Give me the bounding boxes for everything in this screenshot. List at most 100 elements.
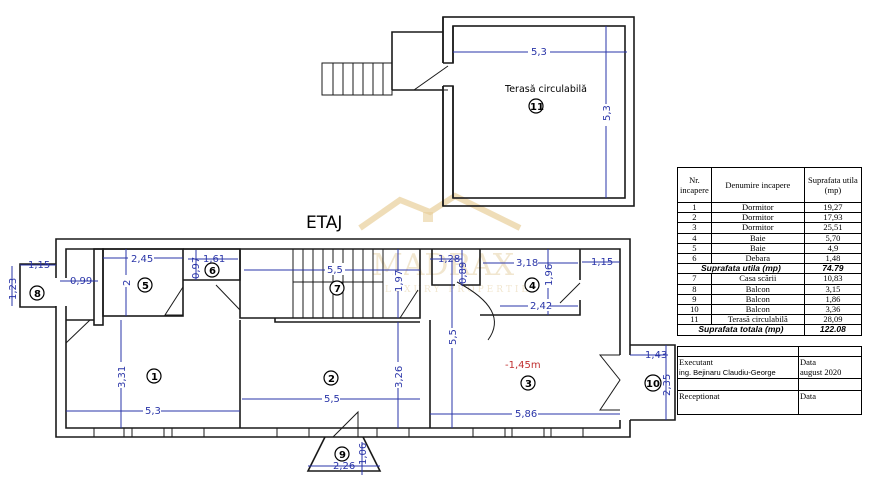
cell-area: 1,86 bbox=[803, 293, 863, 306]
dim-128: 1,28 bbox=[438, 254, 460, 265]
cell-area: 28,09 bbox=[803, 314, 863, 326]
dim-room4-height: 1,96 bbox=[544, 264, 555, 286]
cell-area: 5,70 bbox=[803, 232, 863, 244]
main-floor-walls bbox=[19, 238, 676, 472]
dim-089: 0,89 bbox=[458, 262, 469, 284]
dim-099: 0,99 bbox=[70, 276, 92, 287]
cell-area: 25,51 bbox=[803, 222, 863, 234]
dim-115b: 1,15 bbox=[591, 257, 613, 268]
header-nr: Nr. incapere bbox=[677, 167, 712, 203]
dim-room4-lower: 2,42 bbox=[530, 301, 552, 312]
cell-nr: 3 bbox=[677, 222, 712, 234]
date-label-2: Data bbox=[798, 390, 862, 415]
cell-nr: 5 bbox=[677, 242, 712, 255]
cell-name: Casa scării bbox=[710, 273, 805, 285]
cell-name: Balcon bbox=[710, 283, 805, 295]
dim-balcony10-width: 1,43 bbox=[645, 350, 667, 361]
cell-area: 19,27 bbox=[803, 201, 863, 214]
dim-balcony8-height: 1,23 bbox=[8, 278, 19, 300]
room-number-3: 3 bbox=[525, 379, 532, 390]
room-number-1: 1 bbox=[151, 372, 158, 383]
dimensions: 1,15 1,23 0,99 2,45 2 1,61 0,97 5,5 1,97… bbox=[8, 249, 673, 475]
terrace-block: 5,3 5,3 Terasă circulabilă 11 bbox=[321, 16, 635, 207]
cell-nr: 11 bbox=[677, 314, 712, 326]
room-number-10: 10 bbox=[646, 379, 660, 390]
dim-room6-width: 1,61 bbox=[203, 254, 225, 265]
dim-room4-width: 3,18 bbox=[516, 258, 538, 269]
header-name: Denumire incapere bbox=[710, 167, 805, 203]
terrace-height-dim: 5,3 bbox=[602, 105, 613, 121]
cell-name: Baie bbox=[710, 232, 805, 244]
dim-room3-height: 5,5 bbox=[448, 329, 459, 345]
dim-balcony8-width: 1,15 bbox=[28, 260, 50, 271]
cell-area: 10,83 bbox=[803, 273, 863, 285]
dim-balcony9-width: 2,26 bbox=[333, 461, 355, 472]
cell-name: Dormitor bbox=[710, 201, 805, 214]
floor-title: ETAJ bbox=[306, 213, 342, 233]
date-value: august 2020 bbox=[800, 367, 842, 377]
room-number-7: 7 bbox=[334, 284, 341, 295]
cell-area: 4,9 bbox=[803, 242, 863, 255]
cell-nr: 10 bbox=[677, 304, 712, 316]
cell-name: Balcon bbox=[710, 293, 805, 306]
blank-row bbox=[677, 346, 862, 357]
cell-nr: 6 bbox=[677, 253, 712, 265]
watermark: MADRAX LUXURY PROPERTIES bbox=[358, 192, 540, 295]
area-legend-table: Nr. incapere Denumire incapere Suprafata… bbox=[677, 167, 863, 336]
executant-label: Executant bbox=[679, 357, 713, 367]
room-number-11: 11 bbox=[530, 102, 544, 113]
cell-name: Debara bbox=[710, 253, 805, 265]
terrace-label: Terasă circulabilă bbox=[504, 84, 587, 95]
watermark-tagline: LUXURY PROPERTIES bbox=[385, 285, 540, 295]
receptionat-row: Receptionat Data bbox=[677, 390, 862, 415]
cell-nr: 1 bbox=[677, 201, 712, 214]
level-mark: -1,45m bbox=[505, 360, 541, 371]
cell-name: Baie bbox=[710, 242, 805, 255]
cell-name: Balcon bbox=[710, 304, 805, 316]
receptionat-label: Receptionat bbox=[677, 390, 799, 415]
dim-room2-height: 3,26 bbox=[394, 366, 405, 388]
total-row: Suprafata totala (mp)122.08 bbox=[677, 324, 863, 336]
cell-area: 17,93 bbox=[803, 212, 863, 224]
cell-name: Dormitor bbox=[710, 222, 805, 234]
dim-room2-width: 5,5 bbox=[324, 394, 340, 405]
dim-room3-width: 5,86 bbox=[515, 409, 537, 420]
dim-room1-height: 3,31 bbox=[117, 366, 128, 388]
terrace-width-dim: 5,3 bbox=[531, 47, 547, 58]
dim-room1-width: 5,3 bbox=[145, 406, 161, 417]
cell-nr: 9 bbox=[677, 293, 712, 306]
cell-area: 1,48 bbox=[803, 253, 863, 265]
room-number-5: 5 bbox=[142, 281, 149, 292]
dim-room5-height: 2 bbox=[122, 280, 133, 286]
dim-room7-height: 1,97 bbox=[394, 270, 405, 292]
subtotal-label: Suprafata utila (mp) bbox=[677, 263, 805, 275]
legend-header-row: Nr. incapere Denumire incapere Suprafata… bbox=[677, 167, 863, 203]
subtotal-value: 74.79 bbox=[803, 263, 863, 275]
room-number-4: 4 bbox=[529, 281, 536, 292]
dim-room5-width: 2,45 bbox=[131, 254, 153, 265]
cell-nr: 8 bbox=[677, 283, 712, 295]
header-area: Suprafata utila (mp) bbox=[803, 167, 863, 203]
cell-nr: 2 bbox=[677, 212, 712, 224]
total-label: Suprafata totala (mp) bbox=[677, 324, 805, 336]
room-number-9: 9 bbox=[339, 450, 346, 461]
room-number-6: 6 bbox=[209, 266, 216, 277]
cell-name: Dormitor bbox=[710, 212, 805, 224]
room-number-8: 8 bbox=[34, 289, 41, 300]
cell-area: 3,15 bbox=[803, 283, 863, 295]
executant-name: ing. Bejinaru Claudiu-George bbox=[679, 368, 776, 377]
